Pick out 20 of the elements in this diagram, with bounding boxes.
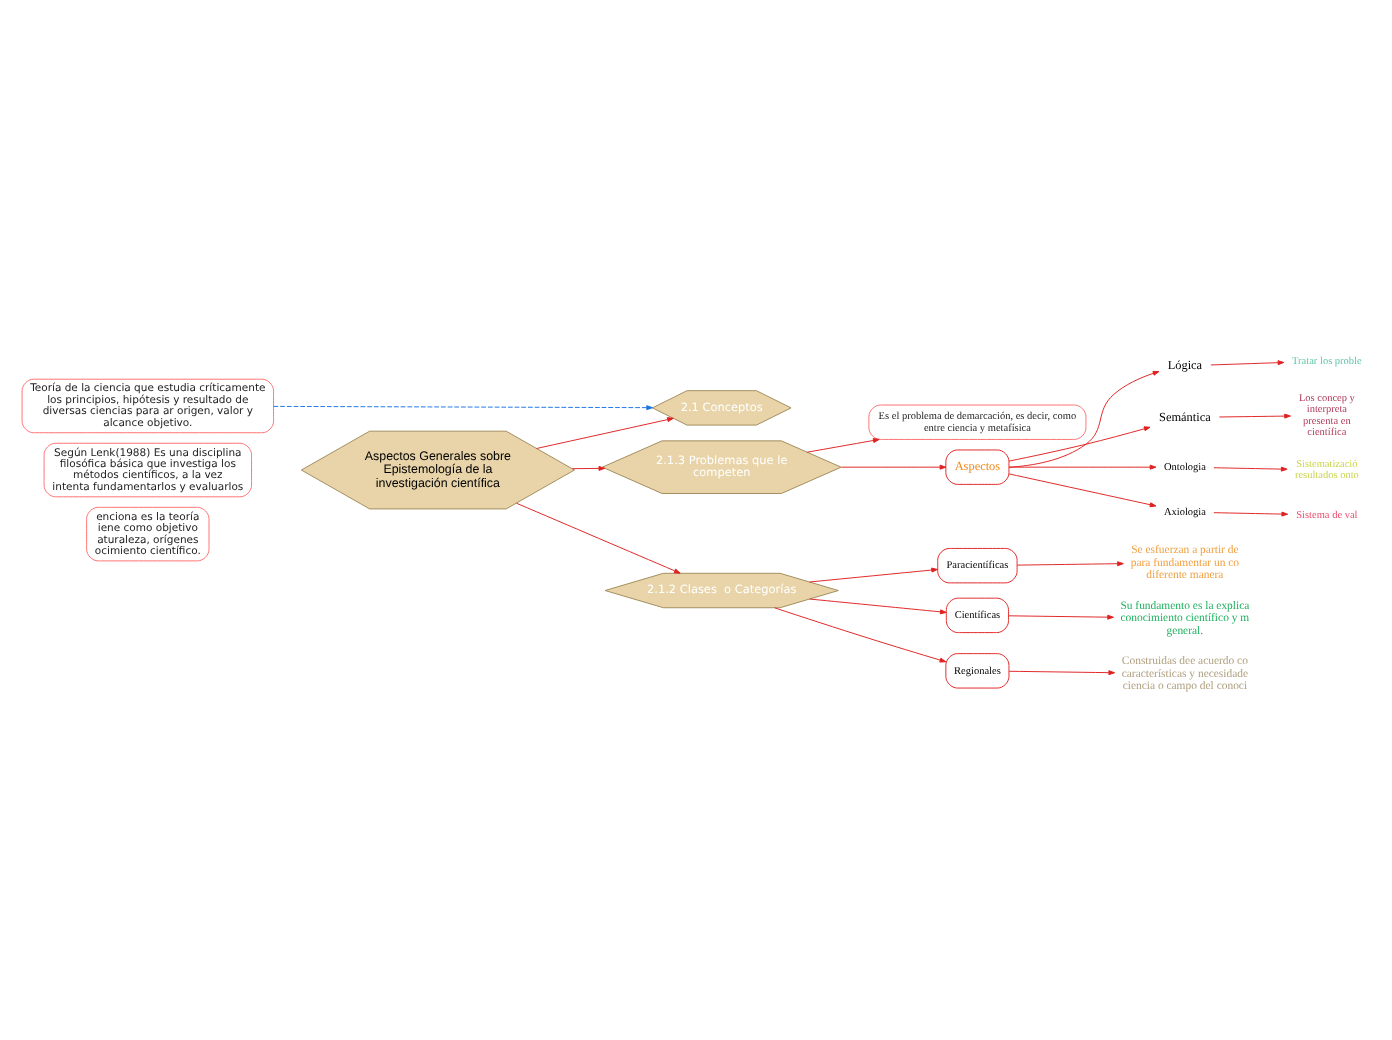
arrow: [774, 607, 947, 663]
arrow: [1008, 426, 1151, 462]
arrow: [1016, 561, 1124, 567]
arrow: [571, 465, 606, 471]
arrow: [1008, 473, 1157, 508]
arrow: [1210, 360, 1285, 366]
arrow: [809, 567, 938, 583]
arrow: [1008, 670, 1116, 676]
arrow: [1008, 614, 1114, 620]
arrow: [1213, 511, 1289, 517]
arrow: [809, 598, 947, 615]
arrow: [273, 405, 653, 411]
arrow: [1008, 464, 1157, 470]
arrow: [1008, 370, 1160, 468]
arrow: [806, 438, 880, 453]
arrow: [1218, 413, 1291, 419]
arrow: [840, 464, 947, 470]
arrow: [516, 502, 681, 574]
arrow: [1213, 466, 1288, 472]
arrow: [536, 417, 674, 449]
